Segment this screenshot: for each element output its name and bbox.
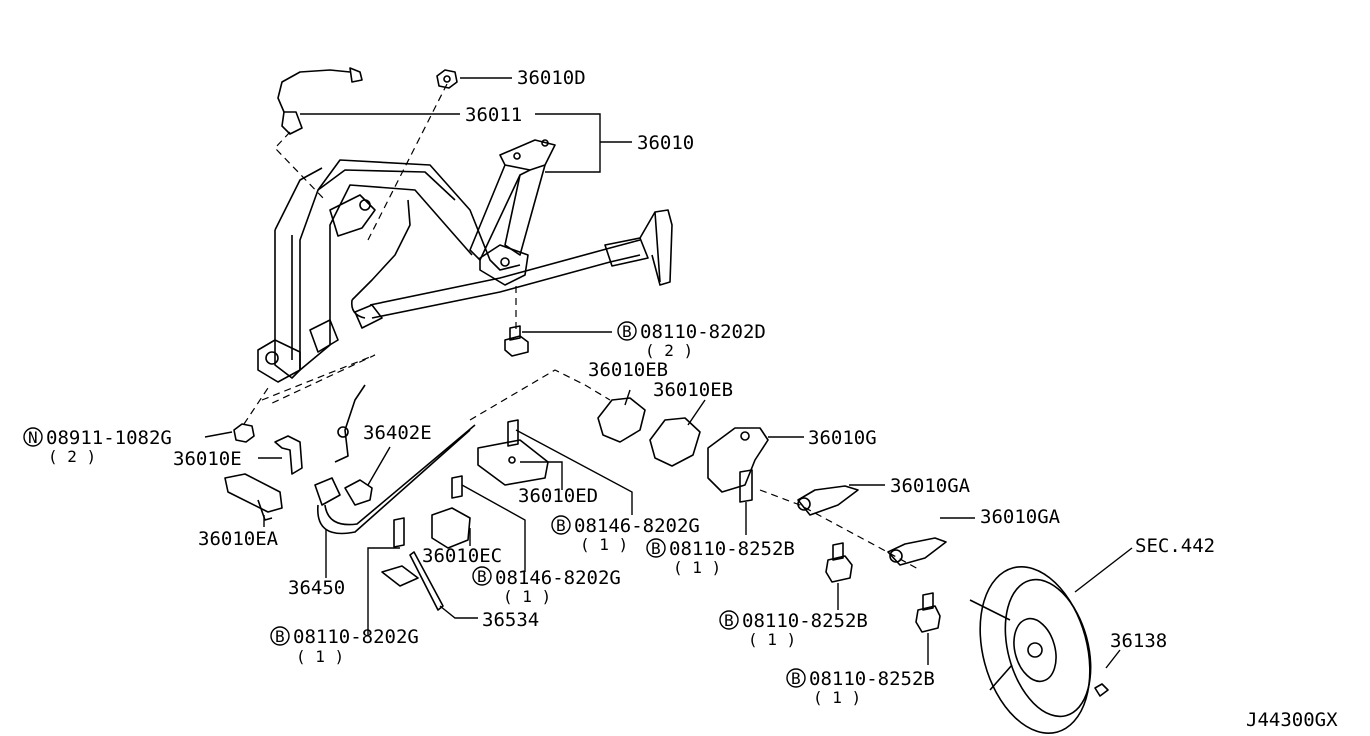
callout-labels: 36010D 36011 36010 B 08110-8202D ( 2 ) 3…	[23, 67, 1338, 731]
callout-08110-8252B-c: 08110-8252B	[809, 668, 935, 690]
qty-08146-8202G-a: ( 1 )	[580, 535, 628, 554]
bolt-marker-letter: B	[651, 539, 661, 558]
callout-36534: 36534	[482, 609, 539, 631]
bolt-marker-letter: B	[622, 322, 632, 341]
qty-08110-8202D: ( 2 )	[645, 341, 693, 360]
callout-08110-8252B-a: 08110-8252B	[669, 538, 795, 560]
qty-08110-8202G: ( 1 )	[296, 647, 344, 666]
bolt-marker-icon	[786, 668, 806, 688]
assembly-dashed-lines	[243, 83, 921, 571]
brake-drum-drawing	[969, 566, 1109, 734]
qty-08110-8252B-b: ( 1 )	[748, 630, 796, 649]
callout-36010E: 36010E	[173, 448, 242, 470]
bolt-marker-letter: B	[477, 567, 487, 586]
qty-08110-8252B-c: ( 1 )	[813, 688, 861, 707]
qty-08146-8202G-b: ( 1 )	[503, 587, 551, 606]
bolt-marker-icon	[646, 538, 666, 558]
callout-36010EC: 36010EC	[422, 545, 502, 567]
leader-lines	[204, 77, 1133, 669]
callout-08110-8202G: 08110-8202G	[293, 626, 419, 648]
callout-36010EB-2: 36010EB	[653, 379, 733, 401]
bolt-marker-letter: B	[275, 627, 285, 646]
callout-36010EB-1: 36010EB	[588, 359, 668, 381]
callout-08146-8202G-a: 08146-8202G	[574, 515, 700, 537]
callout-36010GA-2: 36010GA	[980, 506, 1061, 528]
bolt-marker-icon	[617, 321, 637, 341]
bolt-marker-icon	[551, 515, 571, 535]
bolt-marker-letter: B	[724, 611, 734, 630]
callout-08911-1082G: 08911-1082G	[46, 427, 172, 449]
qty-08110-8252B-a: ( 1 )	[673, 558, 721, 577]
callout-36402E: 36402E	[363, 422, 432, 444]
callout-36010G: 36010G	[808, 427, 877, 449]
callout-36011: 36011	[465, 104, 522, 126]
callout-SEC442: SEC.442	[1135, 535, 1215, 557]
callout-36010D: 36010D	[517, 67, 586, 89]
callout-36010ED: 36010ED	[518, 485, 598, 507]
lever-bracket-drawing	[233, 67, 673, 443]
callout-08110-8252B-b: 08110-8252B	[742, 610, 868, 632]
bolt-marker-icon	[270, 626, 290, 646]
nut-marker-letter: N	[28, 428, 38, 447]
nut-marker-icon	[23, 427, 43, 447]
bolt-marker-letter: B	[556, 516, 566, 535]
bolt-marker-icon	[472, 566, 492, 586]
callout-36010GA-1: 36010GA	[890, 475, 971, 497]
diagram-id: J44300GX	[1246, 709, 1338, 731]
brake-cable-drawing	[314, 384, 476, 535]
bolt-marker-letter: B	[791, 669, 801, 688]
qty-08911-1082G: ( 2 )	[48, 447, 96, 466]
callout-36450: 36450	[288, 577, 345, 599]
callout-08110-8202D: 08110-8202D	[640, 321, 766, 343]
callout-36138: 36138	[1110, 630, 1167, 652]
callout-36010EA: 36010EA	[198, 528, 279, 550]
callout-36010: 36010	[637, 132, 694, 154]
callout-08146-8202G-b: 08146-8202G	[495, 567, 621, 589]
clips-and-brackets-drawing	[224, 397, 947, 633]
bolt-marker-icon	[719, 610, 739, 630]
